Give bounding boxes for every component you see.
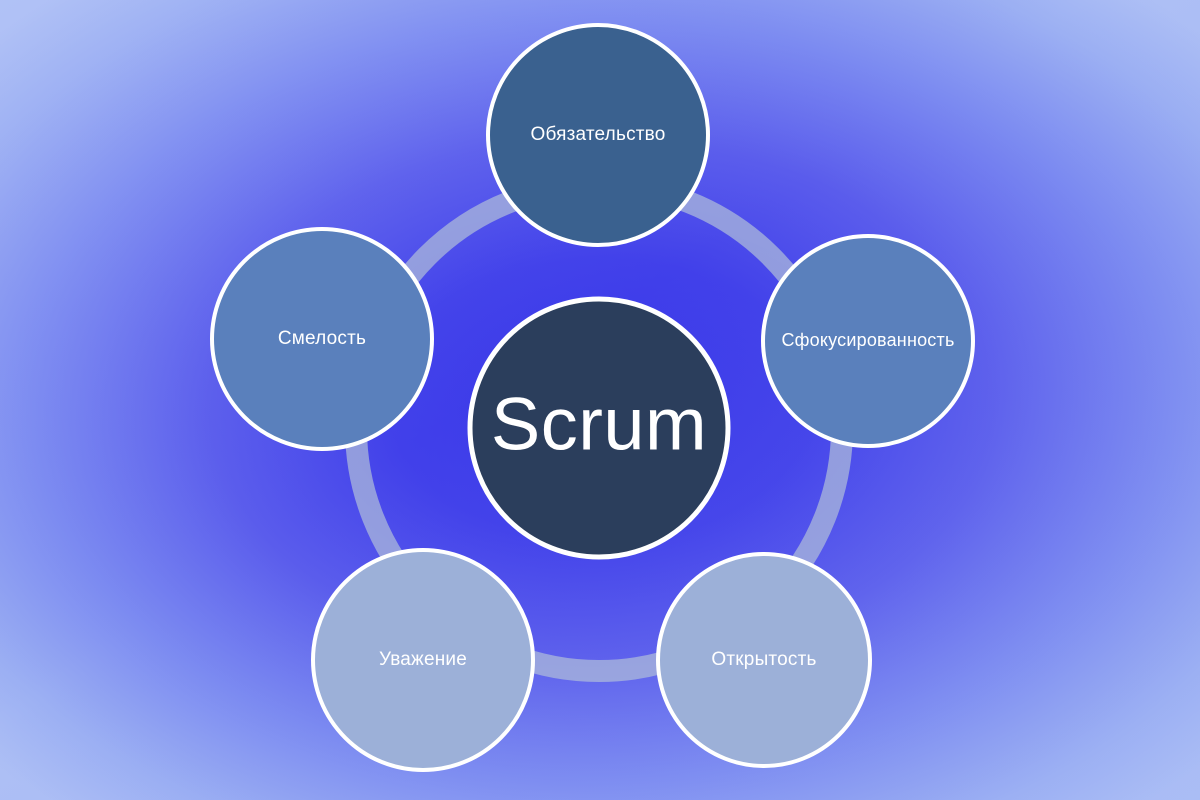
node-respect-label: Уважение [379, 649, 467, 670]
center-node-label: Scrum [491, 383, 707, 466]
center-node-circle[interactable] [467, 296, 731, 560]
node-focus-label: Сфокусированность [781, 330, 954, 350]
node-openness[interactable]: Открытость [656, 552, 872, 768]
node-commitment[interactable]: Обязательство [486, 23, 710, 247]
node-commitment-circle[interactable] [486, 23, 710, 247]
node-courage-circle[interactable] [210, 227, 434, 451]
node-focus[interactable]: Сфокусированность [761, 234, 975, 448]
node-focus-circle[interactable] [761, 234, 975, 448]
node-respect[interactable]: Уважение [311, 548, 535, 772]
node-commitment-label: Обязательство [530, 124, 665, 145]
node-courage-label: Смелость [278, 328, 366, 349]
center-node[interactable]: Scrum [467, 296, 731, 560]
node-openness-label: Открытость [711, 649, 816, 670]
node-openness-circle[interactable] [656, 552, 872, 768]
node-respect-circle[interactable] [311, 548, 535, 772]
node-courage[interactable]: Смелость [210, 227, 434, 451]
